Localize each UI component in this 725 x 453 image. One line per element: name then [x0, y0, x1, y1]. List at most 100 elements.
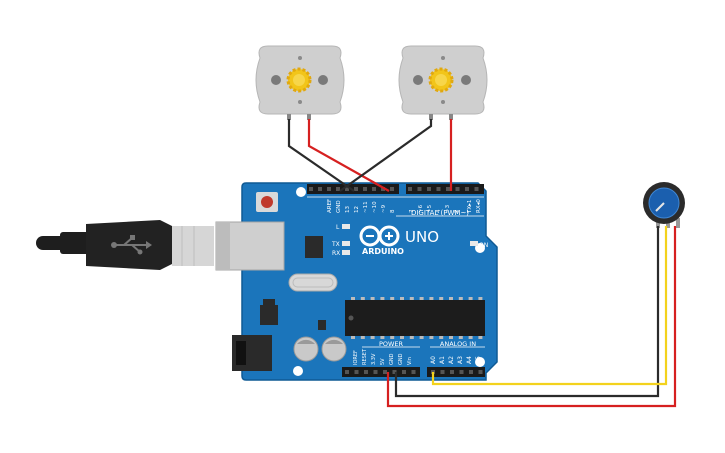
- chip-pin: [439, 336, 444, 339]
- chip-pin: [478, 336, 483, 339]
- wire-black-pot-gnd[interactable]: [394, 226, 660, 398]
- header-hole[interactable]: [450, 370, 454, 374]
- bottom-header-holes: [345, 370, 483, 374]
- dc-motor-left[interactable]: [255, 45, 345, 120]
- header-hole[interactable]: [455, 187, 460, 191]
- wire-red-motor-left[interactable]: [307, 119, 390, 192]
- header-hole[interactable]: [469, 370, 473, 374]
- header-hole[interactable]: [436, 187, 441, 191]
- header-hole[interactable]: [373, 370, 378, 374]
- header-hole[interactable]: [417, 187, 422, 191]
- digital-pin-label: ~5: [427, 204, 433, 213]
- digital-pin-label: AREF: [327, 199, 333, 213]
- power-pin-label: GND: [398, 353, 404, 365]
- power-header[interactable]: [342, 367, 420, 377]
- chip-pin: [370, 336, 375, 339]
- analog-pin-label: A0: [430, 356, 437, 364]
- digital-pin-label: GND: [336, 200, 342, 213]
- chip-pin: [351, 336, 355, 339]
- motor-terminal: [429, 114, 433, 120]
- digital-pin-label: ~9: [381, 204, 387, 213]
- header-hole[interactable]: [411, 370, 416, 374]
- header-hole[interactable]: [465, 187, 469, 191]
- analog-pin-label: A5: [475, 356, 482, 364]
- header-hole[interactable]: [440, 370, 445, 374]
- digital-pin-label: RX◂0: [476, 199, 482, 213]
- chip-pin: [478, 297, 483, 300]
- header-hole[interactable]: [381, 187, 385, 191]
- usb-plug-metal: [172, 226, 214, 266]
- digital-header-holes: [309, 187, 479, 191]
- digital-pin-label: TX▸1: [467, 200, 473, 214]
- wire-red-pot-5v[interactable]: [386, 226, 677, 408]
- header-hole[interactable]: [309, 187, 313, 191]
- header-hole[interactable]: [392, 370, 397, 374]
- header-hole[interactable]: [345, 370, 349, 374]
- wire-black-motor-left[interactable]: [287, 119, 355, 192]
- header-hole[interactable]: [478, 370, 483, 374]
- digital-pin-label: 4: [436, 209, 442, 213]
- reset-button-cap[interactable]: [261, 196, 273, 208]
- wire-yellow-pot-a0[interactable]: [431, 226, 668, 386]
- header-hole[interactable]: [363, 187, 367, 191]
- voltage-regulator: [260, 305, 278, 325]
- header-hole[interactable]: [345, 187, 349, 191]
- power-pin-label: 5V: [380, 358, 386, 365]
- chip-pin: [429, 336, 434, 339]
- led-l-label: L: [336, 224, 340, 231]
- dc-motor-right[interactable]: [398, 45, 488, 120]
- header-hole[interactable]: [427, 187, 431, 191]
- header-hole[interactable]: [354, 187, 358, 191]
- header-hole[interactable]: [390, 187, 394, 191]
- header-hole[interactable]: [402, 370, 406, 374]
- header-hole[interactable]: [372, 187, 376, 191]
- power-pin-label: IOREF: [353, 350, 359, 365]
- power-pin-label: Vin: [407, 357, 413, 365]
- mounting-hole: [296, 187, 306, 197]
- motor-screw: [413, 75, 423, 85]
- usb-cable[interactable]: [36, 220, 214, 270]
- digital-pin-label: 8: [390, 209, 396, 213]
- wire-black-motor-right[interactable]: [339, 119, 433, 192]
- chip-pin: [429, 297, 434, 300]
- header-hole[interactable]: [474, 187, 479, 191]
- header-hole[interactable]: [383, 370, 387, 374]
- analog-header[interactable]: [427, 367, 485, 377]
- header-hole[interactable]: [408, 187, 412, 191]
- transistor: [318, 320, 326, 330]
- crystal-oscillator: [288, 273, 338, 292]
- chip-pin: [419, 336, 424, 339]
- arduino-logo-text: ARDUINO: [362, 247, 404, 256]
- header-hole[interactable]: [364, 370, 368, 374]
- header-hole[interactable]: [354, 370, 359, 374]
- board-model-label: UNO: [405, 228, 439, 246]
- led-tx-label: TX: [331, 241, 340, 248]
- header-hole[interactable]: [336, 187, 340, 191]
- motor-screw: [461, 75, 471, 85]
- digital-header-title: DIGITAL (PWM~): [411, 209, 469, 217]
- analog-header-title: ANALOG IN: [440, 340, 476, 348]
- chip-pin: [360, 297, 365, 300]
- header-hole[interactable]: [446, 187, 450, 191]
- digital-header-right[interactable]: [406, 184, 484, 194]
- chip-pin: [380, 297, 385, 300]
- potentiometer[interactable]: [643, 182, 685, 228]
- usb-interface-chip: [305, 236, 323, 258]
- gear-icon: [428, 67, 454, 93]
- digital-pin-label: 2: [454, 210, 460, 214]
- analog-pin-label: A1: [439, 356, 446, 364]
- chip-pin: [370, 297, 375, 300]
- chip-pin: [439, 297, 444, 300]
- chip-pin: [400, 336, 404, 339]
- chip-pin: [360, 336, 365, 339]
- power-pin-label: RESET: [362, 348, 368, 365]
- header-hole[interactable]: [459, 370, 464, 374]
- header-hole[interactable]: [318, 187, 322, 191]
- chip-pin: [351, 297, 355, 300]
- power-header-title: POWER: [379, 340, 404, 348]
- header-hole[interactable]: [327, 187, 331, 191]
- chip-pin: [419, 297, 424, 300]
